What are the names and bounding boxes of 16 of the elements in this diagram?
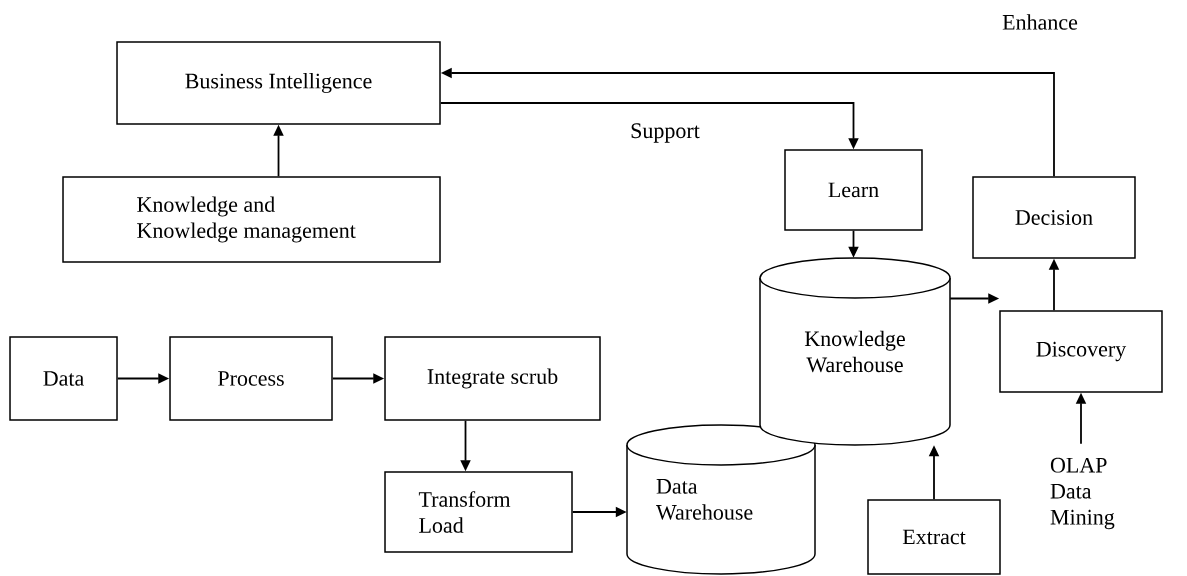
- process-box: Extract: [867, 499, 1001, 575]
- process-box: Integrate scrub: [384, 336, 601, 421]
- process-box: Data: [9, 336, 118, 421]
- process-box: Process: [169, 336, 333, 421]
- database-cylinder: Knowledge Warehouse: [759, 257, 951, 446]
- process-box: Business Intelligence: [116, 41, 441, 125]
- database-cylinder: Data Warehouse: [626, 424, 816, 575]
- node-label: Data Warehouse: [656, 479, 753, 520]
- process-box: Discovery: [999, 310, 1163, 393]
- edge-label: Support: [628, 121, 702, 145]
- process-box: Transform Load: [384, 471, 573, 553]
- edge-label: Enhance: [1000, 12, 1080, 32]
- process-box: Learn: [784, 149, 923, 231]
- process-box: Decision: [972, 176, 1136, 259]
- process-box: Knowledge and Knowledge management: [62, 176, 441, 263]
- source-label: OLAP Data Mining: [1050, 457, 1115, 530]
